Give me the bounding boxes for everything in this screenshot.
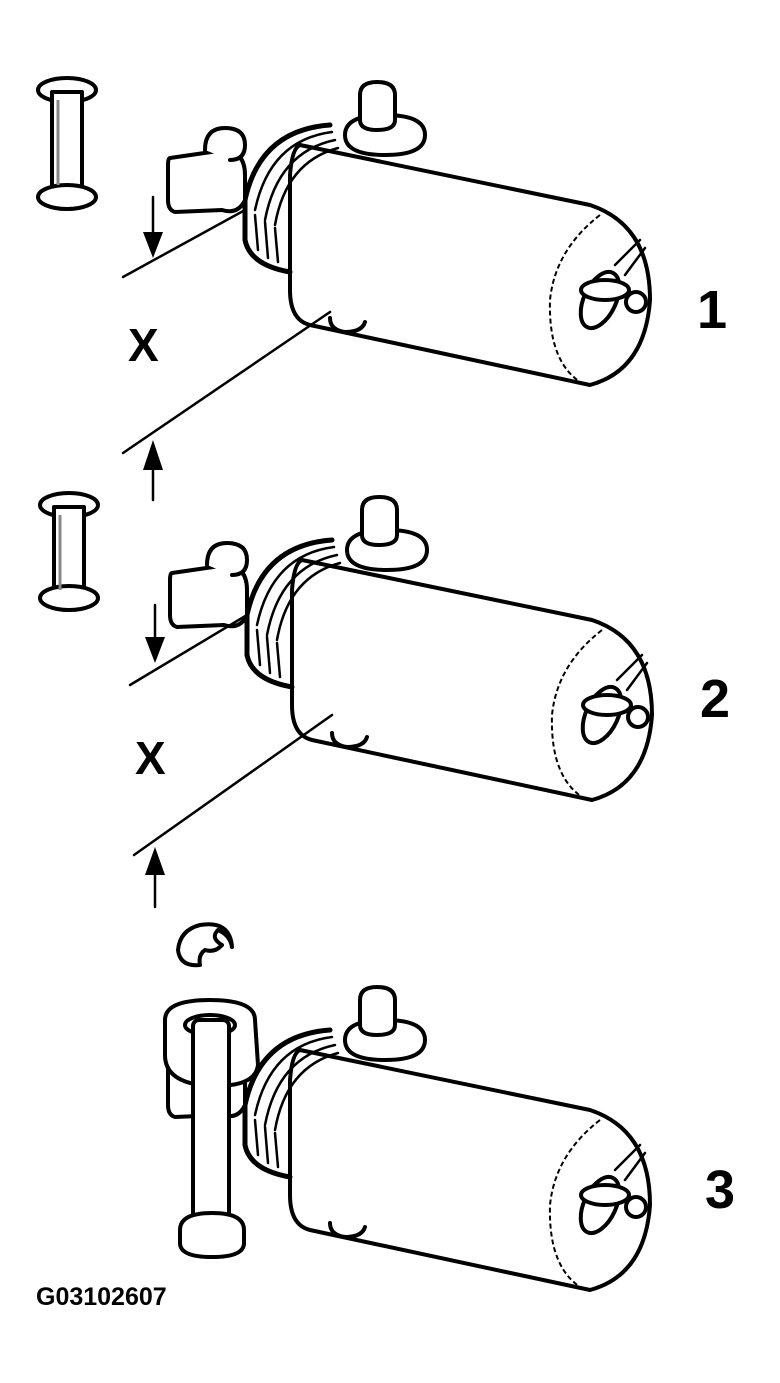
figure-id-label: G03102607 [36, 1283, 167, 1311]
dimension-x-label-step-1: X [128, 319, 159, 371]
step-3-illustration [163, 922, 650, 1290]
actuator-icon [170, 497, 652, 800]
step-number-1: 1 [697, 280, 728, 340]
e-clip-icon [176, 922, 234, 968]
dimension-x-label-step-2: X [135, 732, 166, 784]
pin-icon [36, 76, 98, 211]
step-1-illustration [36, 76, 650, 502]
bolt-icon [178, 1018, 246, 1259]
step-number-3: 3 [705, 1160, 736, 1220]
pin-icon [38, 491, 100, 612]
step-number-2: 2 [700, 669, 731, 729]
step-2-illustration [38, 491, 652, 909]
actuator-icon [168, 82, 650, 385]
